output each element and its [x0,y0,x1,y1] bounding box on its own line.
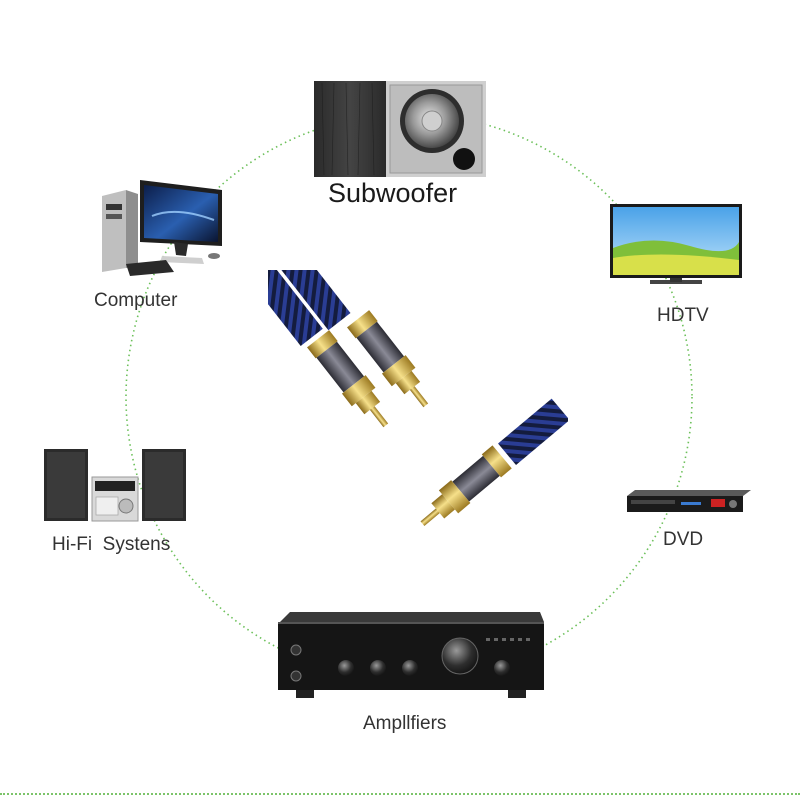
rca-cable-icon [268,270,568,527]
subwoofer-label: Subwoofer [328,178,458,208]
dvd-player-icon [627,490,751,512]
hifi-label: Hi-Fi Systens [52,534,171,555]
hdtv-label: HDTV [657,305,709,326]
computer-label: Computer [94,290,178,311]
amplifier-label: Ampllfiers [363,713,447,734]
tv-icon [610,204,742,284]
bottom-divider [0,793,800,795]
subwoofer-icon [314,81,486,177]
dvd-label: DVD [663,529,704,550]
desktop-computer-icon [102,180,222,276]
amplifier-icon [278,612,544,698]
hifi-system-icon [44,449,186,522]
